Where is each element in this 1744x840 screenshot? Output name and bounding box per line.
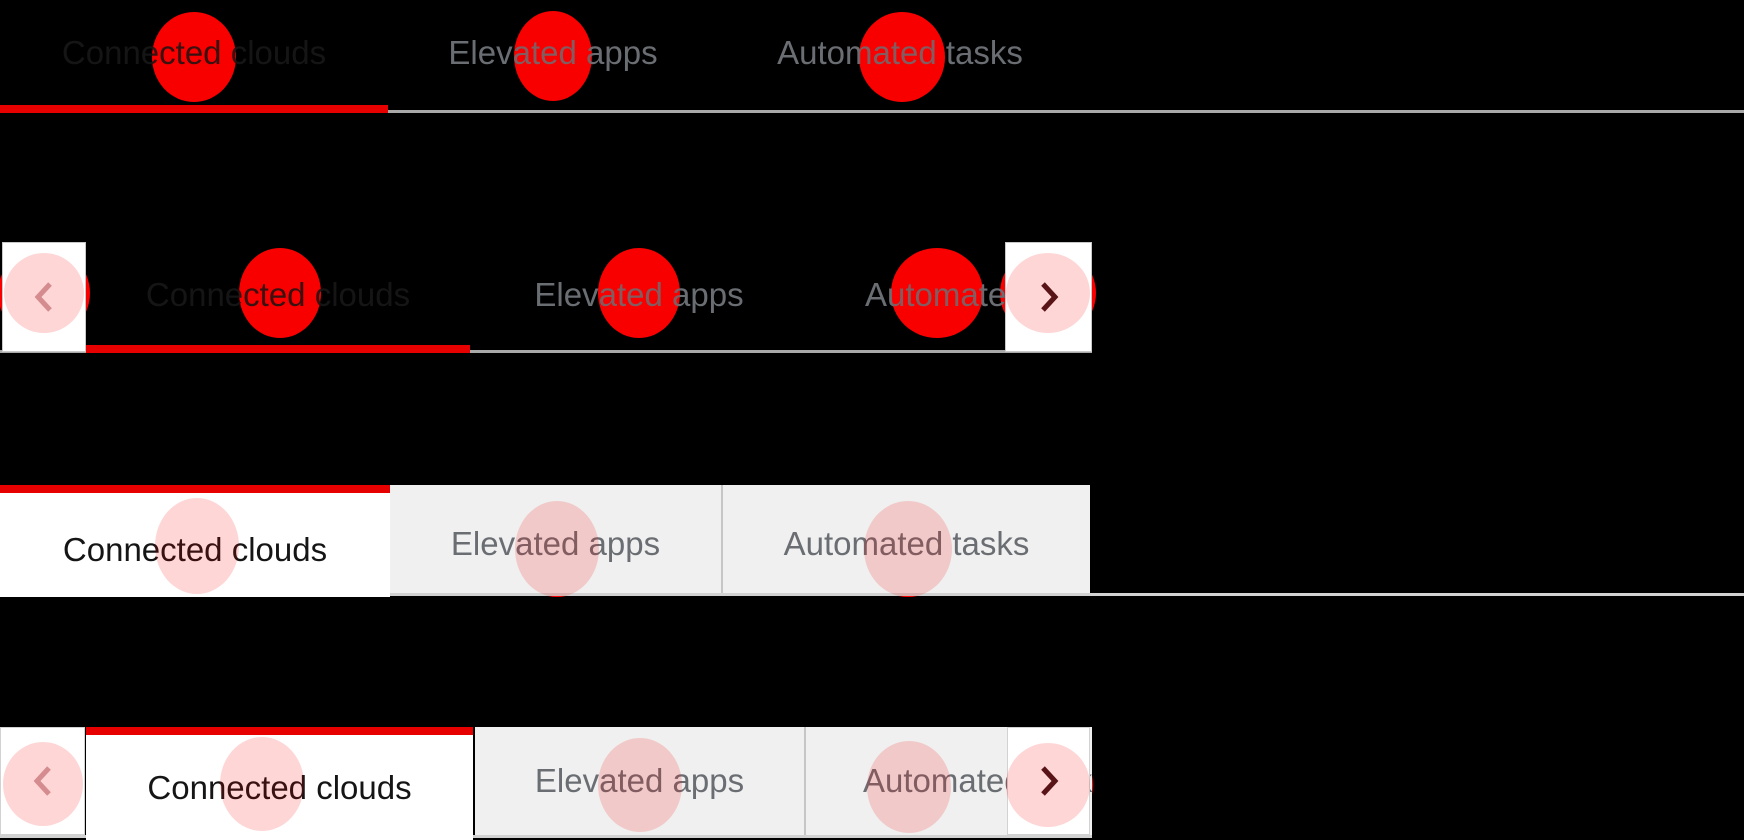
tab-connected-clouds[interactable]: Connected clouds [0,0,388,105]
tab-label: Elevated apps [534,276,744,313]
tab-elevated-apps[interactable]: Elevated apps [390,485,721,593]
tab-label: Elevated apps [450,525,661,562]
tab-label: Connected clouds [62,531,328,568]
tabs-bottom-border [0,835,1092,838]
tab-label: Elevated apps [534,762,745,799]
tab-label: Connected clouds [61,33,327,71]
chevron-left-icon [31,280,57,314]
active-tab-underline [86,345,470,353]
tab-automated-tasks[interactable]: Automated tasks [721,485,1090,593]
underline-tabs-demo: Connected clouds Elevated apps Automated… [0,0,1744,113]
tab-elevated-apps[interactable]: Elevated apps [388,0,718,105]
tabs-bottom-border [0,110,1744,113]
tab-connected-clouds[interactable]: Connected clouds [86,242,470,348]
tabs-bottom-border [0,350,1092,353]
scroll-right-button[interactable] [1007,727,1090,835]
active-tab-underline [0,105,388,113]
scroll-right-button[interactable] [1005,242,1092,352]
chevron-right-icon [1036,764,1062,798]
tab-label: Connected clouds [147,768,412,806]
tab-label: Automated tasks [777,33,1023,71]
scroll-left-button[interactable] [2,242,86,352]
underline-overflow-tabs-demo: Connected clouds Elevated apps Automated… [0,242,1100,353]
tab-connected-clouds[interactable]: Connected clouds [86,727,473,840]
tab-automated-tasks[interactable]: Automated tasks [718,0,1082,105]
scroll-left-button[interactable] [0,727,85,835]
tab-elevated-apps[interactable]: Elevated apps [470,242,808,348]
tab-connected-clouds[interactable]: Connected clouds [0,485,390,597]
box-tabs-demo: Elevated apps Automated tasks Connected … [0,485,1744,597]
tab-label: Automated tasks [783,525,1030,562]
tab-label: Connected clouds [145,276,411,313]
chevron-right-icon [1036,280,1062,314]
chevron-left-icon [30,764,56,798]
box-overflow-tabs-demo: Elevated apps Automated tasks Connected … [0,727,1100,840]
tab-label: Elevated apps [448,33,658,71]
tab-elevated-apps[interactable]: Elevated apps [475,727,804,835]
